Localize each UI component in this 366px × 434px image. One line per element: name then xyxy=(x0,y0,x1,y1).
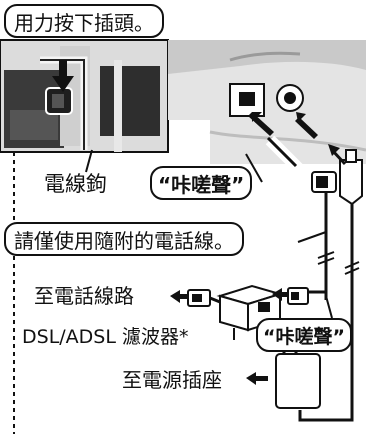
click-text-1: “咔嗟聲” xyxy=(158,172,245,197)
arrow-to-phone-line-icon xyxy=(170,290,188,303)
to-phone-line-label: 至電話線路 xyxy=(34,284,134,308)
filter-plugs xyxy=(170,287,309,307)
cord-hook-label: 電線鉤 xyxy=(44,172,107,196)
click-leader-1 xyxy=(245,153,263,183)
click-leader-2 xyxy=(325,295,333,319)
ac-adaptor-cord xyxy=(298,144,363,422)
power-plug-top xyxy=(339,149,363,206)
click-callout-2: “咔嗟聲” xyxy=(256,318,352,352)
press-down-arrow-icon xyxy=(52,60,74,92)
phone-plug-top xyxy=(311,171,337,193)
dsl-filter-label: DSL/ADSL 濾波器* xyxy=(22,326,189,348)
click-callout-1: “咔嗟聲” xyxy=(150,166,253,200)
click-text-2: “咔嗟聲” xyxy=(263,325,345,348)
ac-adaptor-device xyxy=(246,344,321,409)
base-unit-jacks-photo xyxy=(168,40,366,164)
cord-hook-leader xyxy=(85,149,93,173)
arrow-into-filter-icon xyxy=(272,288,288,301)
press-plug-text: 用力按下插頭。 xyxy=(14,10,154,35)
use-supplied-cord-text: 請僅使用隨附的電話線。 xyxy=(14,228,234,253)
use-cord-leader xyxy=(297,231,327,243)
base-unit-closeup-photo xyxy=(0,39,169,153)
telephone-cord xyxy=(306,171,337,300)
insert-arrows xyxy=(248,112,318,177)
to-power-outlet-label: 至電源插座 xyxy=(122,368,222,392)
plug-left-of-filter xyxy=(187,289,221,307)
plug-right-of-filter xyxy=(287,287,309,305)
press-plug-callout: 用力按下插頭。 xyxy=(4,4,164,38)
use-supplied-cord-callout: 請僅使用隨附的電話線。 xyxy=(4,222,244,256)
arrow-to-power-outlet-icon xyxy=(246,372,268,385)
